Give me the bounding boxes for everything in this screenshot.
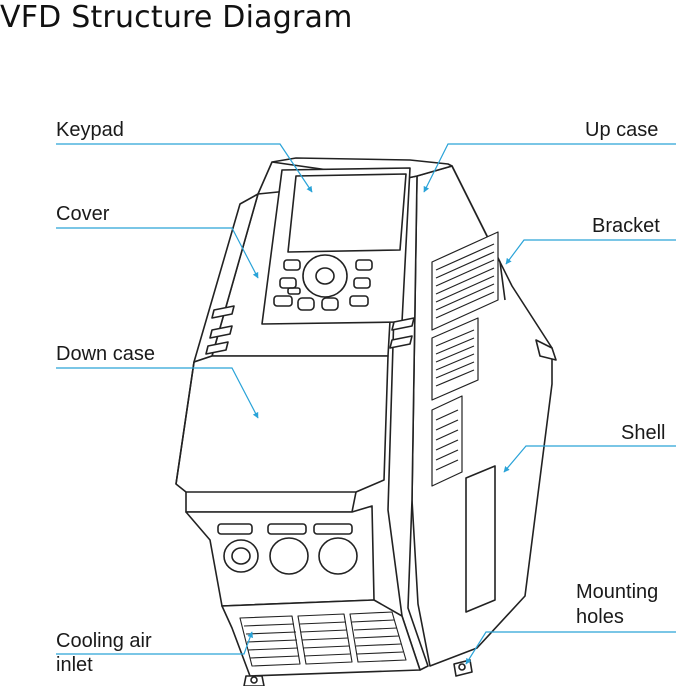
label-shell: Shell [621, 422, 666, 444]
shell-window [465, 465, 496, 613]
keypad-button-3 [273, 295, 293, 307]
label-up-case: Up case [585, 119, 659, 141]
callout-shell [503, 445, 676, 473]
callout-up-case [423, 143, 676, 193]
cable-gland-1 [223, 539, 259, 573]
label-cooling-air-inlet-line2: inlet [56, 654, 93, 676]
callouts [56, 143, 676, 665]
keypad-button-2 [279, 277, 297, 289]
diagram-title: VFD Structure Diagram [0, 0, 353, 35]
callout-bracket [505, 239, 676, 265]
bracket-tab [535, 339, 557, 361]
side-vent-grille [431, 231, 499, 487]
cable-gland-3 [318, 537, 358, 575]
callout-cooling-air-inlet [56, 631, 253, 655]
keypad-display [287, 173, 407, 253]
keypad-button-down [321, 297, 339, 311]
label-mounting-holes-line1: Mounting [576, 581, 659, 603]
label-bracket: Bracket [592, 215, 660, 237]
label-cooling-air-inlet-line1: Cooling air [56, 630, 152, 652]
keypad-button-5 [353, 277, 371, 289]
vfd-unit [175, 157, 557, 686]
callout-keypad [56, 143, 313, 193]
label-keypad: Keypad [56, 119, 124, 141]
label-down-case: Down case [56, 343, 155, 365]
keypad-button-4 [355, 259, 373, 271]
callout-down-case [56, 367, 259, 419]
label-mounting-holes-line2: holes [576, 606, 624, 628]
cable-gland-2 [269, 537, 309, 575]
down-case-body [175, 355, 389, 493]
cooling-grille [239, 611, 407, 667]
keypad-button-up [297, 297, 315, 311]
keypad-button-1 [283, 259, 301, 271]
label-cover: Cover [56, 203, 110, 225]
callout-cover [56, 227, 259, 279]
callout-mounting-holes [465, 631, 676, 665]
keypad-button-6 [349, 295, 369, 307]
